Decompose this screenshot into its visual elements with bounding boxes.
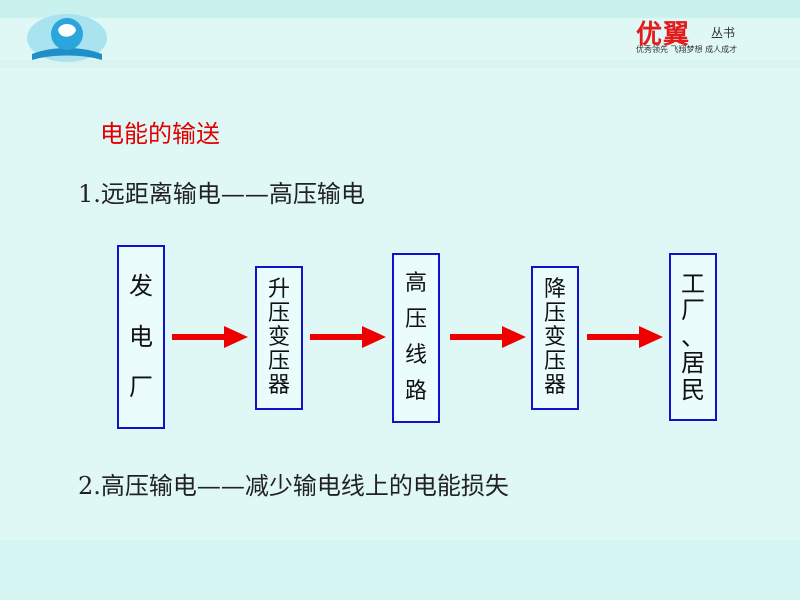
flow-char: 线 — [404, 343, 427, 368]
logo-icon — [27, 14, 107, 62]
flow-char: 器 — [267, 373, 290, 399]
flow-char: 路 — [404, 379, 427, 405]
flow-char: 厂 — [129, 373, 153, 402]
header-divider — [0, 60, 800, 68]
brand-logo: 优翼 丛书 优秀领先 飞翔梦想 成人成才 — [636, 14, 766, 54]
flow-char: 工 — [681, 270, 705, 299]
flow-box-factories-residents: 工 厂 、 居 民 — [669, 253, 717, 421]
arrow-icon — [172, 326, 248, 348]
flow-box-high-voltage-line: 高 压 线 路 — [392, 253, 440, 423]
flow-char: 变 — [543, 324, 566, 350]
arrow-icon — [587, 326, 663, 348]
flow-char: 电 — [129, 322, 153, 351]
bottom-stripe — [0, 540, 800, 600]
flow-char: 民 — [681, 375, 705, 404]
flow-char: 、 — [681, 322, 705, 351]
flow-char: 器 — [543, 373, 566, 399]
flow-box-power-plant: 发 电 厂 — [117, 245, 165, 429]
point-2: 2.高压输电——减少输电线上的电能损失 — [78, 472, 509, 500]
slide-title: 电能的输送 — [100, 120, 220, 148]
flow-char: 升 — [267, 276, 290, 302]
flow-char: 高 — [404, 270, 427, 296]
flow-box-step-up-transformer: 升 压 变 压 器 — [255, 266, 303, 410]
flow-char: 压 — [543, 349, 566, 375]
brand-series: 丛书 — [711, 26, 736, 40]
flow-char: 变 — [267, 324, 290, 350]
point-1: 1.远距离输电——高压输电 — [78, 180, 365, 208]
flow-char: 压 — [267, 300, 290, 326]
arrow-icon — [310, 326, 386, 348]
flow-char: 压 — [267, 349, 290, 375]
brand-name: 优翼 — [636, 20, 691, 50]
brand-slogan: 优秀领先 飞翔梦想 成人成才 — [636, 45, 738, 54]
flow-char: 发 — [129, 272, 153, 301]
flow-char: 压 — [404, 306, 427, 332]
flow-char: 降 — [543, 276, 566, 302]
arrow-icon — [450, 326, 526, 348]
flow-char: 居 — [681, 349, 705, 378]
flow-box-step-down-transformer: 降 压 变 压 器 — [531, 266, 579, 410]
top-stripe — [0, 0, 800, 18]
flow-char: 厂 — [681, 296, 705, 325]
flow-char: 压 — [543, 300, 566, 326]
